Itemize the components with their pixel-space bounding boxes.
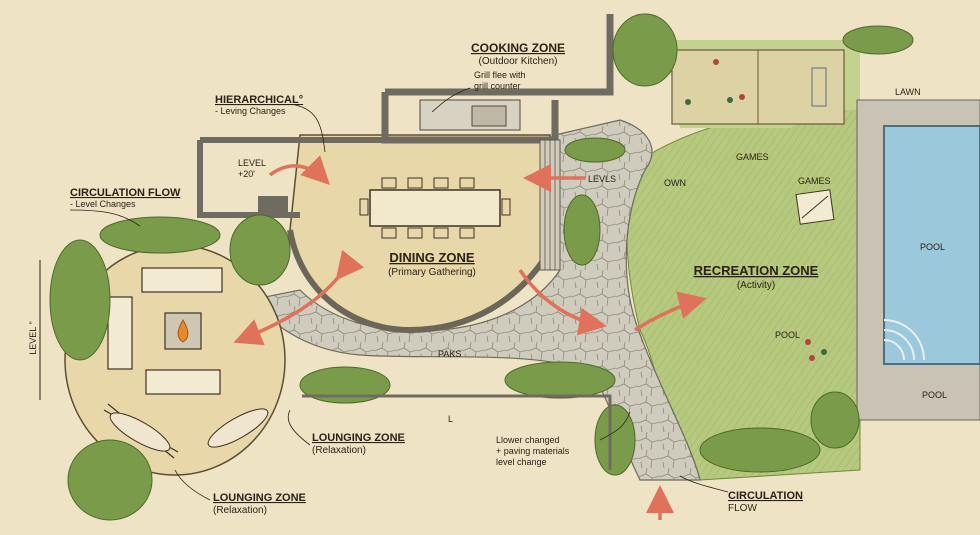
cooking-zone-title: COOKING ZONE: [471, 41, 565, 55]
l-mark: L: [448, 414, 453, 424]
hammock-right: [207, 408, 269, 448]
dining-zone-subtitle: (Primary Gathering): [388, 267, 476, 278]
cooking-zone-subtitle: (Outdoor Kitchen): [479, 56, 558, 67]
sofa-bottom: [145, 369, 221, 395]
hierarchical-title: HIERARCHICAL°: [215, 94, 303, 106]
grill-note-line2: grill counter: [474, 81, 521, 91]
pool-water: [883, 125, 980, 365]
lounging-zone-title-2: LOUNGING ZONE: [213, 492, 306, 504]
dining-table: [369, 189, 501, 227]
pool-label-lower: POOL: [922, 390, 947, 400]
lounging-zone-subtitle-2: (Relaxation): [213, 505, 267, 516]
own-tag: OWN: [664, 178, 686, 188]
circulation-flow-subtitle: - Level Changes: [70, 199, 136, 209]
lawn-label: LAWN: [895, 87, 921, 97]
circulation-flow-2-subtitle: FLOW: [728, 503, 757, 514]
hammock-left: [109, 412, 171, 452]
circulation-flow-2-title: CIRCULATION: [728, 490, 803, 502]
hierarchical-subtitle: - Leving Changes: [215, 106, 286, 116]
lower-note-line3: level change: [496, 457, 547, 467]
lounging-zone-subtitle-1: (Relaxation): [312, 445, 366, 456]
grill-note-line1: Grill flee with: [474, 70, 526, 80]
sofa-top: [141, 267, 223, 293]
games-label-2: GAMES: [798, 176, 831, 186]
lower-note-line2: + paving materials: [496, 446, 570, 456]
leader-lines: [69, 87, 729, 501]
levels-tag: LEVLS: [588, 174, 616, 184]
paks-label: PAKS: [438, 349, 461, 359]
level-value: +20': [238, 169, 255, 179]
lounging-zone-title-1: LOUNGING ZONE: [312, 432, 405, 444]
dining-zone-title: DINING ZONE: [389, 250, 475, 265]
circulation-flow-title: CIRCULATION FLOW: [70, 187, 181, 199]
recreation-zone-title: RECREATION ZONE: [694, 263, 819, 278]
lower-wall: [302, 394, 612, 470]
pool-label-main: POOL: [920, 242, 945, 252]
shrubs: [49, 13, 914, 521]
recreation-zone-subtitle: (Activity): [737, 280, 775, 291]
level-label: LEVEL: [238, 158, 266, 168]
sofa-left: [107, 296, 133, 370]
lower-note-line1: Llower changed: [496, 435, 560, 445]
flow-arrows: [233, 155, 707, 520]
games-label-1: GAMES: [736, 152, 769, 162]
pool-lawn-label: POOL: [775, 330, 800, 340]
level-vertical-label: LEVEL ": [28, 321, 38, 354]
